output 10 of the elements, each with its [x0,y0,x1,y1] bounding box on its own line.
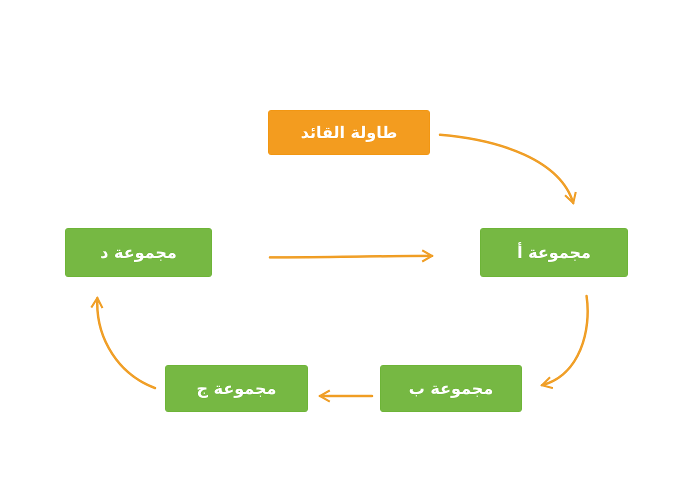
group-box: مجموعة ب [380,365,522,412]
group-box: مجموعة د [65,228,212,277]
group-box: طاولة القائد [268,110,430,155]
arrow [268,249,434,263]
group-box: مجموعة ج [165,365,308,412]
arrow [540,294,589,388]
arrow [318,389,374,403]
arrow [90,296,156,390]
group-box: مجموعة أ [480,228,628,277]
arrow [438,134,576,204]
